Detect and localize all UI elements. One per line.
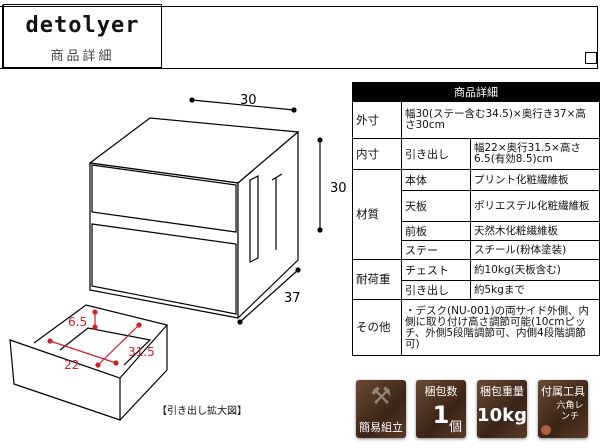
badge-package-count: 梱包数 1 個 [416,380,466,438]
dim-drawer-width: 22 [64,358,79,372]
logo-box: detolyer 商品詳細 [3,4,162,68]
badge-label: 簡易組立 [359,421,403,434]
dim-drawer-height: 6.5 [68,315,87,329]
material-key: ステー [401,240,471,260]
drawer-2 [91,223,237,315]
badge-label: 付属工具 [541,385,585,398]
label-outer: 外寸 [352,101,402,139]
tools-icon: ⚒ [370,382,392,410]
dim-drawer-depth: 31.5 [128,345,155,359]
table-title: 商品詳細 [352,82,600,102]
material-key: 天板 [401,190,471,222]
badge-unit: 個 [448,420,462,435]
load-value: 約5kgまで [470,280,600,300]
material-value: ポリエステル化粧繊維板 [470,190,600,222]
open-drawer-front [9,339,121,421]
material-value: 天然木化粧繊維板 [470,221,600,241]
stay-bracket [249,173,283,263]
label-inner: 内寸 [352,138,402,170]
badge-label: 梱包重量 [480,385,524,398]
value-inner: 幅22×奥行31.5×高さ6.5(有効8.5)cm [470,138,600,170]
load-key: チェスト [401,259,471,281]
brand-logo: detolyer [25,13,140,38]
dim-width: 30 [240,93,257,108]
product-diagram: 30 30 37 6.5 22 31.5 [9,93,347,421]
spec-table: 商品詳細 外寸幅30(ステー含む34.5)×奥行き37×高さ30cm 内寸引き出… [352,82,600,356]
dim-height: 30 [330,181,347,196]
badge-value: 10kg [477,405,527,426]
chest-front [89,162,239,319]
depth-dim-line [239,269,299,323]
badge-package-weight: 梱包重量 10kg [477,380,527,438]
material-key: 本体 [401,169,471,191]
badge-easy-assembly: ⚒ 簡易組立 [356,380,406,438]
drawer-caption: 【引き出し拡大図】 [157,406,247,417]
material-value: プリント化粧繊維板 [470,169,600,191]
badge-value: 六角レンチ [556,401,584,422]
sub-inner: 引き出し [401,138,471,170]
badge-value: 1 [432,401,450,429]
badge-label: 梱包数 [424,385,458,398]
page-subtitle: 商品詳細 [50,49,115,64]
load-value: 約10kg(天板含む) [470,259,600,281]
value-outer: 幅30(ステー含む34.5)×奥行き37×高さ30cm [401,101,600,139]
material-value: スチール(粉体塗装) [470,240,600,260]
label-other: その他 [352,299,402,356]
value-other: ・デスク(NU-001)の両サイド外側、内側に取り付け高さ調節可能(10cmピッ… [401,299,600,356]
width-dim-line [191,99,295,111]
label-material: 材質 [352,169,402,260]
material-key: 前板 [401,221,471,241]
hex-wrench-icon [541,425,551,435]
header-bar [0,6,598,69]
drawer-1 [91,164,237,233]
badge-included-tool: 付属工具 六角レンチ [538,380,588,438]
dim-depth: 37 [284,291,301,306]
load-key: 引き出し [401,280,471,300]
corner-square [585,52,597,64]
label-load: 耐荷重 [352,259,402,300]
